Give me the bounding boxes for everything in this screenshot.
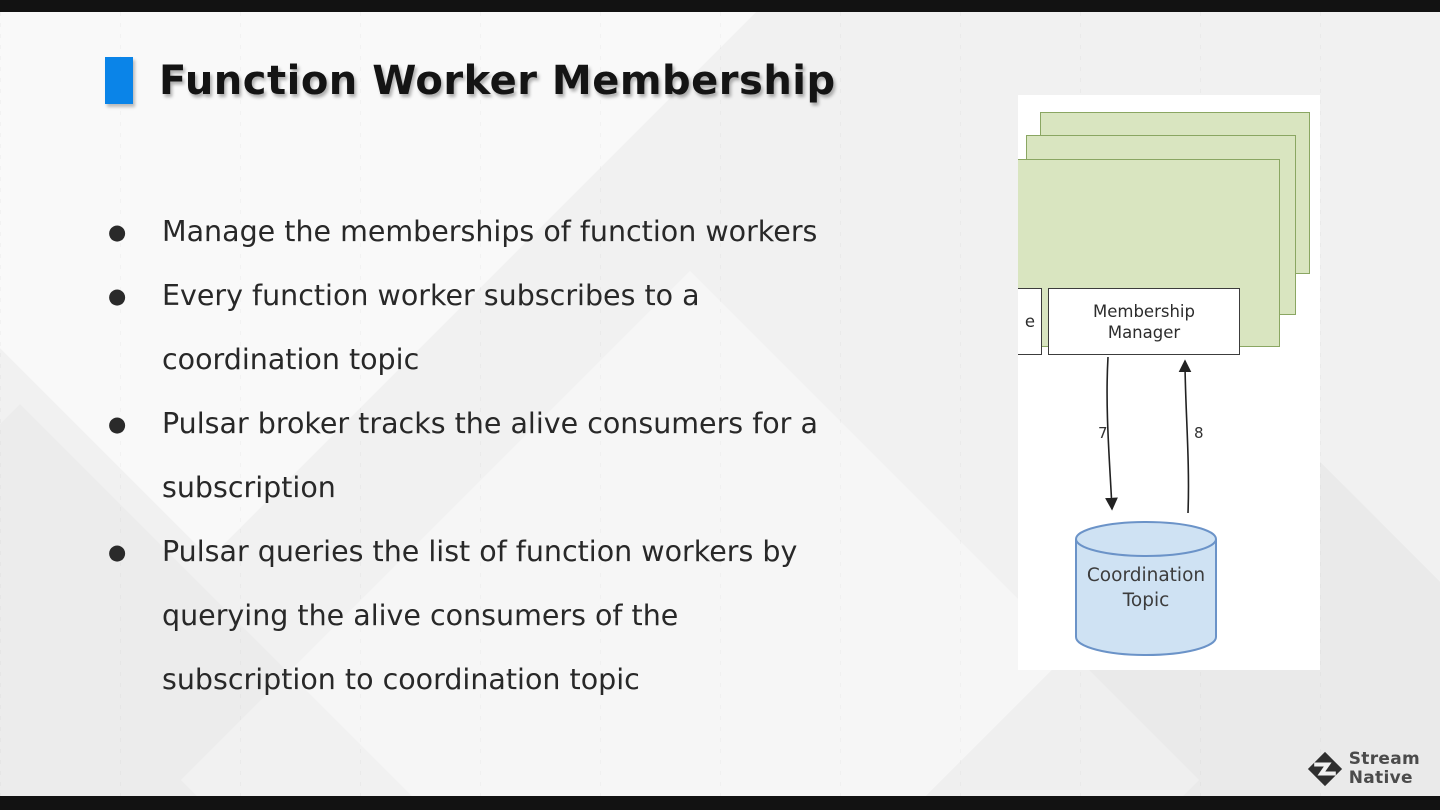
coordination-topic-cylinder: Coordination Topic (1068, 515, 1224, 665)
membership-manager-label: Manager (1107, 322, 1181, 342)
list-item: Every function worker subscribes to a co… (105, 264, 915, 392)
arrow-up-label: 8 (1194, 424, 1204, 442)
bullet-text-line: Manage the memberships of function worke… (162, 215, 818, 248)
bullet-list: Manage the memberships of function worke… (105, 200, 915, 712)
membership-manager-label: Membership (1093, 301, 1195, 321)
bottom-edge-bar (0, 796, 1440, 810)
bullet-text-line: querying the alive consumers of the (162, 599, 679, 632)
top-edge-bar (0, 0, 1440, 12)
list-item: Pulsar queries the list of function work… (105, 520, 915, 712)
bullet-text-line: coordination topic (162, 343, 420, 376)
coordination-topic-label: Coordination Topic (1086, 565, 1206, 611)
arrow-down-label: 7 (1098, 424, 1108, 442)
arrow-down (1105, 356, 1118, 511)
bullet-text-line: subscription to coordination topic (162, 663, 640, 696)
bullet-text-line: Every function worker subscribes to a (162, 279, 700, 312)
bullet-text-line: subscription (162, 471, 336, 504)
page-title: Function Worker Membership (159, 57, 836, 104)
title-row: Function Worker Membership (105, 57, 836, 104)
streamnative-logo: Stream Native (1306, 750, 1420, 788)
streamnative-logo-icon (1307, 751, 1342, 787)
title-accent-bar (105, 57, 133, 104)
arrow-up (1178, 359, 1192, 514)
membership-manager-box: Membership Manager (1048, 288, 1240, 355)
architecture-diagram-panel: e Membership Manager 7 8 Coordination (1018, 95, 1320, 670)
clipped-left-box: e (1018, 288, 1042, 355)
list-item: Pulsar broker tracks the alive consumers… (105, 392, 915, 520)
cylinder-shape (1075, 521, 1217, 656)
streamnative-logo-text: Stream Native (1348, 749, 1420, 788)
clipped-left-box-label: e (1024, 312, 1035, 331)
bullet-text-line: Pulsar broker tracks the alive consumers… (162, 407, 818, 440)
list-item: Manage the memberships of function worke… (105, 200, 915, 264)
bullet-text-line: Pulsar queries the list of function work… (162, 535, 798, 568)
